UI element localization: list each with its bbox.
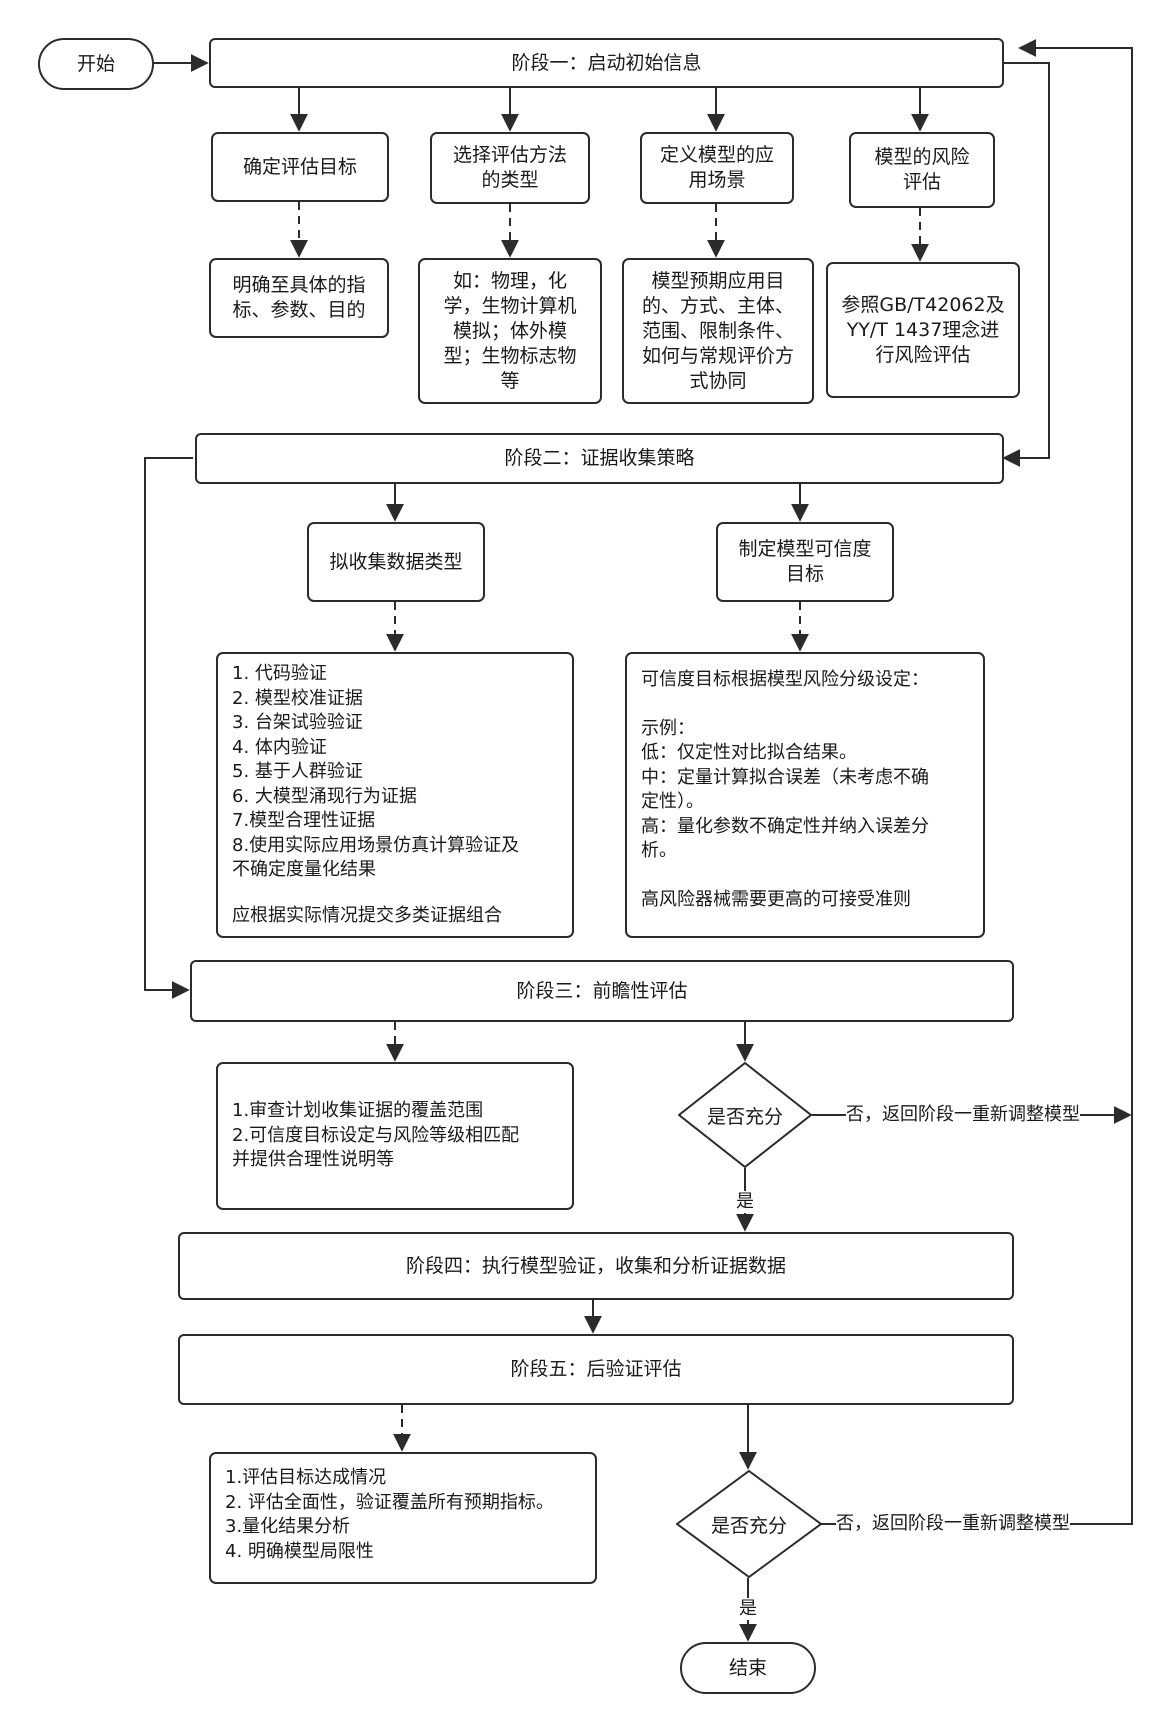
text-line: 确定评估目标 xyxy=(242,155,357,178)
stage3-review-list: 1.审查计划收集证据的覆盖范围 2.可信度目标设定与风险等级相匹配 并提供合理性… xyxy=(216,1062,574,1210)
list-item: 定性）。 xyxy=(641,791,704,812)
stage2-data-type-box: 拟收集数据类型 xyxy=(307,522,485,602)
text-line: 如何与常规评价方 xyxy=(641,344,794,367)
stage3-decision-diamond xyxy=(678,1062,812,1168)
text-line: 范围、限制条件、 xyxy=(641,319,794,342)
stage4-box: 阶段四：执行模型验证，收集和分析证据数据 xyxy=(178,1232,1014,1300)
text-line: 行风险评估 xyxy=(875,343,971,366)
stage1-goal-box: 确定评估目标 xyxy=(211,132,389,202)
text-line: 模型的风险 xyxy=(874,146,970,168)
stage1-scenario-box: 定义模型的应 用场景 xyxy=(640,132,794,204)
text-line: 明确至具体的指 xyxy=(232,274,366,296)
text-line: 模拟；体外模 xyxy=(452,319,567,342)
stage5-no-label: 否，返回阶段一重新调整模型 xyxy=(836,1513,1070,1535)
list-item: 8.使用实际应用场景仿真计算验证及 xyxy=(232,834,520,856)
list-item: 2.可信度目标设定与风险等级相匹配 xyxy=(232,1124,520,1146)
stage1-goal-detail: 明确至具体的指 标、参数、目的 xyxy=(209,258,389,338)
text-line: 的、方式、主体、 xyxy=(641,294,794,317)
list-item: 2. 模型校准证据 xyxy=(232,687,363,709)
text-line: 目标 xyxy=(785,563,824,585)
list-item: 4. 体内验证 xyxy=(232,736,327,758)
stage5-decision-text: 是否充分 xyxy=(710,1514,787,1537)
text-line: 等 xyxy=(500,369,520,392)
stage2-box: 阶段二：证据收集策略 xyxy=(195,433,1004,484)
list-item: 析。 xyxy=(641,840,677,861)
stage1-risk-detail: 参照GB/T42062及 YY/T 1437理念进 行风险评估 xyxy=(826,262,1020,398)
text-line: 参照GB/T42062及 xyxy=(841,293,1005,316)
list-item: 不确定度量化结果 xyxy=(232,859,376,880)
list-item: 3.量化结果分析 xyxy=(225,1516,351,1537)
stage5-eval-list: 1.评估目标达成情况 2. 评估全面性，验证覆盖所有预期指标。 3.量化结果分析… xyxy=(209,1452,597,1584)
text-line: 标、参数、目的 xyxy=(232,299,366,321)
list-item: 6. 大模型涌现行为证据 xyxy=(232,785,417,807)
list-item: 7.模型合理性证据 xyxy=(232,810,376,831)
text-line: 模型预期应用目 xyxy=(651,269,785,292)
list-item: 中：定量计算拟合误差（未考虑不确 xyxy=(641,766,929,788)
text-line: 制定模型可信度 xyxy=(738,538,872,560)
stage2-data-type-list: 1. 代码验证 2. 模型校准证据 3. 台架试验验证 4. 体内验证 5. 基… xyxy=(216,652,574,938)
text-line: 定义模型的应 xyxy=(659,144,774,166)
list-item: 1. 代码验证 xyxy=(232,663,327,684)
stage5-decision-diamond xyxy=(676,1470,822,1578)
start-node: 开始 xyxy=(38,38,154,90)
text-line: YY/T 1437理念进 xyxy=(846,318,1000,341)
stage3-no-label: 否，返回阶段一重新调整模型 xyxy=(846,1104,1080,1126)
text-line: 用场景 xyxy=(688,169,746,191)
list-item: 高风险器械需要更高的可接受准则 xyxy=(641,888,911,910)
list-item: 高：量化参数不确定性并纳入误差分 xyxy=(641,815,929,837)
list-item: 1.审查计划收集证据的覆盖范围 xyxy=(232,1100,484,1122)
list-item: 5. 基于人群验证 xyxy=(232,761,363,782)
stage2-credibility-goal-box: 制定模型可信度 目标 xyxy=(716,522,894,602)
list-item: 并提供合理性说明等 xyxy=(232,1149,394,1171)
stage1-risk-box: 模型的风险 评估 xyxy=(849,132,995,208)
end-node: 结束 xyxy=(680,1642,816,1694)
stage1-method-detail: 如：物理，化 学，生物计算机 模拟；体外模 型；生物标志物 等 xyxy=(418,258,602,404)
stage1-box: 阶段一：启动初始信息 xyxy=(209,38,1004,88)
list-item: 可信度目标根据模型风险分级设定： xyxy=(641,669,929,690)
list-item: 1.评估目标达成情况 xyxy=(225,1467,387,1488)
list-item: 示例： xyxy=(641,717,695,739)
text-line: 的类型 xyxy=(481,169,539,191)
stage3-box: 阶段三：前瞻性评估 xyxy=(190,960,1014,1022)
stage3-decision-text: 是否充分 xyxy=(706,1105,783,1128)
stage5-box: 阶段五：后验证评估 xyxy=(178,1334,1014,1405)
text-line: 评估 xyxy=(902,171,941,193)
stage5-yes-label: 是 xyxy=(739,1598,757,1620)
list-item: 4. 明确模型局限性 xyxy=(225,1540,374,1562)
list-item: 2. 评估全面性，验证覆盖所有预期指标。 xyxy=(225,1491,554,1513)
text-line: 型；生物标志物 xyxy=(443,344,577,367)
text-line: 学，生物计算机 xyxy=(443,294,577,317)
text-line: 选择评估方法 xyxy=(452,144,567,166)
text-line: 如：物理，化 xyxy=(452,269,567,292)
list-item: 低：仅定性对比拟合结果。 xyxy=(641,742,857,763)
text-line: 式协同 xyxy=(689,369,747,392)
stage1-scenario-detail: 模型预期应用目 的、方式、主体、 范围、限制条件、 如何与常规评价方 式协同 xyxy=(622,258,814,404)
list-item: 应根据实际情况提交多类证据组合 xyxy=(232,904,502,926)
stage3-yes-label: 是 xyxy=(736,1191,754,1213)
list-item: 3. 台架试验验证 xyxy=(232,712,363,733)
stage2-credibility-list: 可信度目标根据模型风险分级设定： 示例： 低：仅定性对比拟合结果。 中：定量计算… xyxy=(625,652,985,938)
stage1-method-box: 选择评估方法 的类型 xyxy=(430,132,590,204)
